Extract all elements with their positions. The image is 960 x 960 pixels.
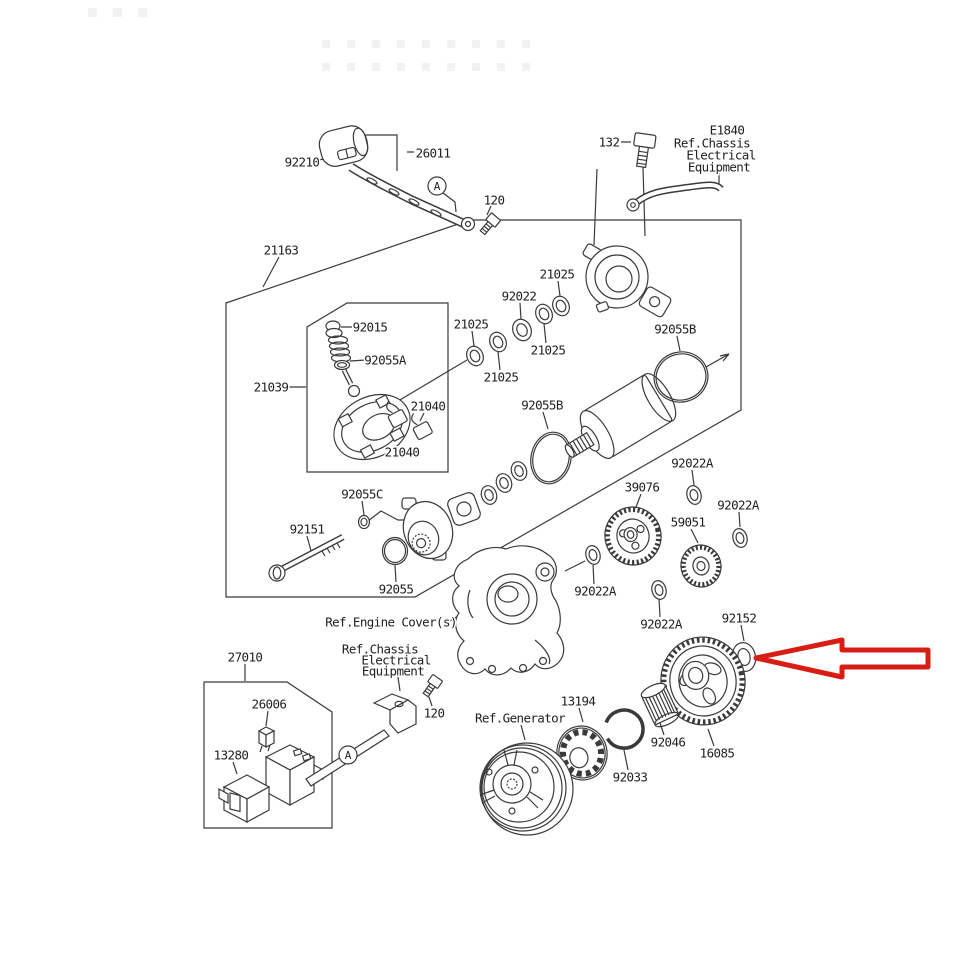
front-cover-drawing — [401, 497, 454, 561]
insertion-arrow — [705, 353, 730, 368]
cable-clamp-drawing — [336, 146, 357, 161]
part-label-92015: 92015 — [353, 320, 388, 335]
fuse-26006-drawing — [257, 726, 276, 753]
labels-layer: 922102601112021163132E1840Ref.ChassisEle… — [212, 121, 762, 786]
part-label-13280: 13280 — [214, 748, 249, 763]
part-label-92022: 92022 — [502, 289, 537, 304]
flywheel-drawing — [479, 742, 574, 836]
bolt-120-top-drawing — [479, 212, 501, 236]
part-label-92055b: 92055B — [521, 398, 563, 413]
oring-92055b-right-drawing — [653, 351, 709, 403]
relay-drawing — [264, 744, 324, 807]
part-label-27010: 27010 — [228, 650, 263, 665]
part-label-ref-chassis: Ref.Chassis — [674, 136, 750, 151]
part-label-26006: 26006 — [252, 697, 287, 712]
part-label-39076: 39076 — [625, 480, 660, 495]
part-label-26011: 26011 — [416, 146, 451, 161]
part-label-92055a: 92055A — [364, 353, 407, 368]
part-label-21163: 21163 — [264, 243, 299, 258]
needle-bearing-drawing — [640, 682, 680, 728]
part-label-92033: 92033 — [613, 770, 648, 785]
bolt-92151-drawing — [268, 534, 345, 582]
mount-bracket-drawing — [372, 693, 417, 734]
part-label-13194: 13194 — [561, 694, 596, 709]
terminal-bolt-and-wire-drawing — [626, 132, 724, 212]
engine-cover-drawing — [452, 545, 565, 676]
brush-2-drawing — [411, 412, 433, 440]
watermark-dots — [88, 8, 530, 71]
part-label-92152: 92152 — [722, 611, 757, 626]
snap-ring-drawing — [604, 708, 645, 750]
part-label-equipment: Equipment — [688, 160, 750, 175]
part-label-electrical: Electrical — [686, 148, 755, 163]
part-label-92055c: 92055C — [341, 487, 383, 502]
assembly-markers-layer: AA — [338, 176, 447, 765]
part-label-ref-chassis: Ref.Chassis — [342, 642, 418, 657]
starter-clutch-gear-drawing — [660, 636, 746, 726]
part-label-21040: 21040 — [385, 445, 420, 460]
part-label-21040: 21040 — [411, 399, 446, 414]
assembly-marker-letter: A — [434, 180, 441, 193]
ring-terminal-drawing — [460, 216, 476, 232]
part-label-92022a: 92022A — [717, 498, 760, 513]
part-label-132: 132 — [599, 135, 620, 150]
assembly-marker-letter: A — [345, 749, 352, 762]
highlight-arrow — [753, 637, 931, 680]
starter-cable-drawing — [318, 125, 501, 236]
part-label-21039: 21039 — [254, 380, 289, 395]
bolt-120-bottom-drawing — [422, 674, 443, 698]
part-label-120: 120 — [484, 193, 505, 208]
small-orings-and-bolt-drawing — [268, 514, 409, 582]
oring-92055a-drawing — [333, 359, 351, 371]
part-label-120: 120 — [424, 706, 445, 721]
part-label-92046: 92046 — [651, 735, 686, 750]
part-label-92055: 92055 — [379, 582, 414, 597]
gear-39076-drawing — [604, 506, 662, 566]
gear-59051-drawing — [680, 544, 722, 588]
part-label-92151: 92151 — [290, 522, 325, 537]
part-label-equipment: Equipment — [362, 664, 424, 679]
assembly-marker-circle — [427, 176, 447, 196]
part-label-ref-generator: Ref.Generator — [475, 711, 566, 726]
oring-92055-drawing — [381, 536, 409, 566]
part-label-21025: 21025 — [531, 343, 566, 358]
oring-92055c-drawing — [357, 514, 371, 530]
part-label-21025: 21025 — [454, 317, 489, 332]
relay-cover-13280-drawing — [218, 774, 271, 824]
part-label-59051: 59051 — [671, 515, 706, 530]
washers-92022a-drawing — [585, 485, 748, 600]
part-label-92022a: 92022A — [671, 456, 714, 471]
part-label-electrical: Electrical — [361, 653, 430, 668]
brush-holder-box — [306, 302, 449, 473]
part-label-21025: 21025 — [484, 370, 519, 385]
part-label-21025: 21025 — [540, 267, 575, 282]
oring-92055b-left-drawing — [530, 431, 572, 485]
part-label-92022a: 92022A — [640, 617, 683, 632]
part-label-92022a: 92022A — [574, 584, 617, 599]
assembly-marker-circle — [338, 745, 358, 765]
one-way-clutch-drawing — [556, 725, 608, 781]
motor-armature-drawing — [564, 373, 677, 459]
shims-and-lock-plate-drawing — [447, 461, 528, 526]
washers-cluster-drawing — [466, 295, 570, 367]
part-label-16085: 16085 — [700, 746, 735, 761]
part-label-92210: 92210 — [285, 155, 320, 170]
part-label-e1840: E1840 — [710, 123, 745, 138]
end-cap-drawing — [582, 243, 672, 318]
brush-holder-drawing — [325, 320, 433, 461]
part-label-92055b: 92055B — [654, 322, 696, 337]
part-label-ref-engine-cover-s-: Ref.Engine Cover(s) — [325, 615, 457, 630]
bolt-132-drawing — [633, 132, 657, 169]
brush-1-drawing — [386, 400, 408, 428]
